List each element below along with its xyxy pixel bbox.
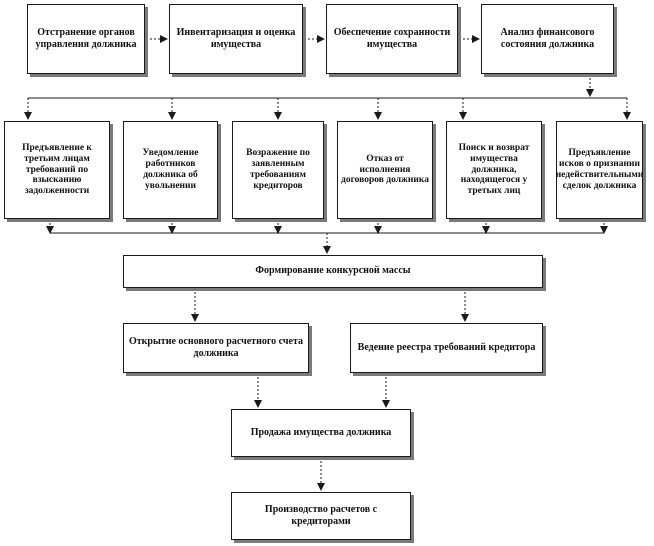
- node-open-settlement-account: Открытие основного расчетного счета долж…: [123, 323, 309, 373]
- node-financial-analysis-label: Анализ финансового состояния должника: [500, 26, 595, 50]
- node-contract-refusal: Отказ от исполнения договоров должника: [337, 121, 433, 219]
- node-property-recovery-label: Поиск и возврат имущества должника, нахо…: [458, 142, 530, 197]
- node-claims-to-third-parties-label: Предъявление к третьим лицам требований …: [22, 142, 92, 197]
- node-dismissal-of-management: Отстранение органов управления должника: [27, 4, 145, 74]
- node-creditor-settlements: Производство расчетов с кредиторами: [231, 492, 411, 540]
- node-objection-to-claims: Возражение по заявленным требованиям кре…: [232, 121, 324, 219]
- node-property-sale: Продажа имущества должника: [231, 409, 411, 457]
- node-creditor-register: Ведение реестра требований кредитора: [350, 323, 543, 373]
- node-bankruptcy-estate-formation: Формирование конкурсной массы: [123, 255, 543, 288]
- node-objection-to-claims-label: Возражение по заявленным требованиям кре…: [246, 148, 310, 191]
- node-claims-to-third-parties: Предъявление к третьим лицам требований …: [4, 121, 110, 219]
- node-invalidation-lawsuits-label: Предъявление исков о признании недействи…: [555, 148, 644, 191]
- node-dismissal-of-management-label: Отстранение органов управления должника: [35, 26, 137, 50]
- node-property-recovery: Поиск и возврат имущества должника, нахо…: [446, 121, 542, 219]
- node-employee-notification: Уведомление работников должника об уволь…: [123, 121, 218, 219]
- node-property-preservation: Обеспечение сохранности имущества: [326, 4, 458, 74]
- node-creditor-register-label: Ведение реестра требований кредитора: [357, 341, 536, 353]
- node-open-settlement-account-label: Открытие основного расчетного счета долж…: [128, 335, 304, 359]
- node-inventory-valuation: Инвентаризация и оценка имущества: [169, 4, 303, 74]
- node-contract-refusal-label: Отказ от исполнения договоров должника: [341, 153, 429, 186]
- node-inventory-valuation-label: Инвентаризация и оценка имущества: [176, 26, 296, 50]
- node-invalidation-lawsuits: Предъявление исков о признании недействи…: [556, 121, 643, 219]
- node-creditor-settlements-label: Производство расчетов с кредиторами: [264, 503, 378, 527]
- node-employee-notification-label: Уведомление работников должника об уволь…: [142, 148, 199, 191]
- node-financial-analysis: Анализ финансового состояния должника: [481, 4, 614, 74]
- node-property-preservation-label: Обеспечение сохранности имущества: [333, 26, 451, 50]
- node-property-sale-label: Продажа имущества должника: [250, 426, 392, 438]
- node-bankruptcy-estate-formation-label: Формирование конкурсной массы: [255, 265, 411, 277]
